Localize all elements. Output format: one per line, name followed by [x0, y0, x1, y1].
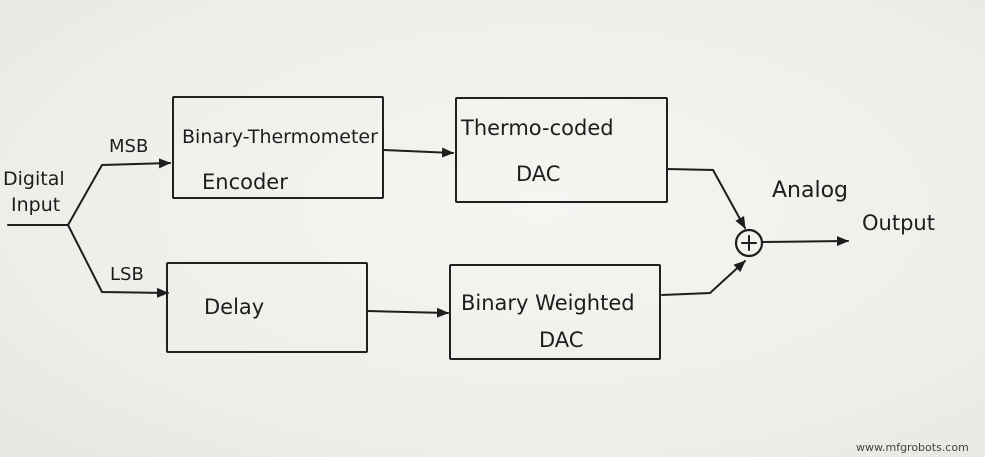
encoder-label-line2: Encoder — [202, 170, 288, 194]
lsb-branch-line — [67, 224, 169, 298]
summing-junction — [734, 228, 764, 258]
output-arrow — [762, 236, 849, 247]
encoder-to-thermo-arrow — [383, 147, 454, 158]
binary-to-summer-line — [661, 260, 746, 296]
thermo-dac-label-line2: DAC — [516, 162, 561, 186]
thermo-to-summer-line — [666, 168, 746, 229]
delay-label: Delay — [204, 295, 265, 319]
binary-weighted-dac-block — [449, 264, 661, 360]
binary-dac-label-line1: Binary Weighted — [461, 291, 635, 315]
input-label-line2: Input — [11, 194, 61, 216]
input-label-line1: Digital — [3, 168, 65, 190]
thermo-coded-dac-block — [455, 97, 668, 203]
encoder-label-line1: Binary-Thermometer — [182, 126, 378, 148]
delay-to-binary-arrow — [366, 307, 449, 318]
output-label-line2: Output — [862, 211, 935, 235]
watermark: www.mfgrobots.com — [856, 441, 969, 454]
delay-block — [166, 262, 368, 353]
msb-label: MSB — [109, 136, 149, 157]
binary-dac-label-line2: DAC — [539, 328, 584, 352]
binary-thermometer-encoder-block — [172, 96, 384, 199]
msb-branch-line — [67, 158, 171, 226]
output-label-line1: Analog — [772, 178, 849, 203]
thermo-dac-label-line1: Thermo-coded — [461, 116, 614, 140]
lsb-label: LSB — [110, 264, 144, 285]
